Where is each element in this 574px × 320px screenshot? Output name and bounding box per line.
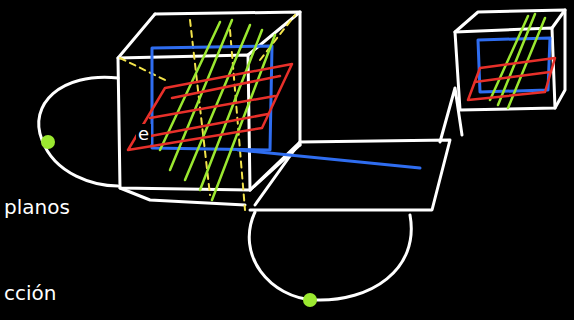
handwritten-note: planos: [4, 196, 70, 218]
plane-label: e: [136, 124, 151, 144]
handwritten-note: cción: [4, 282, 56, 304]
